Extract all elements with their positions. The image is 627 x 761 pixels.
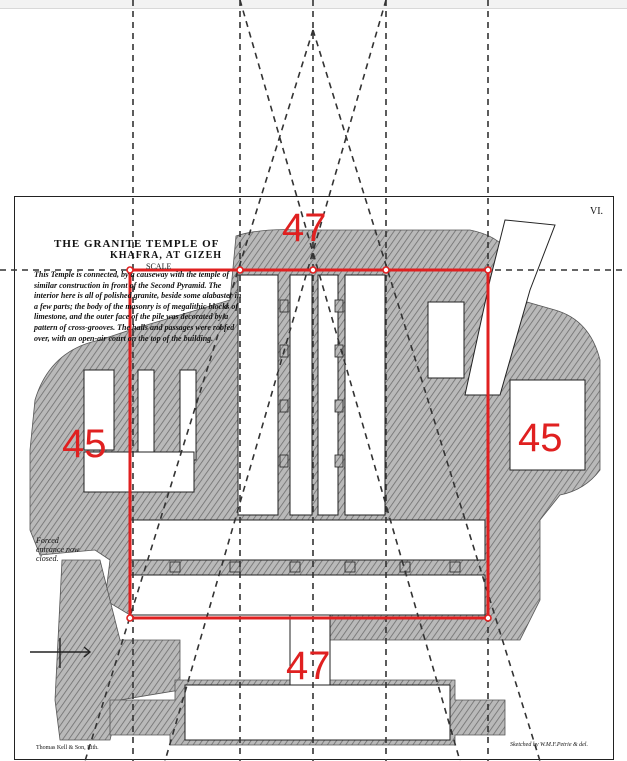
right-chambers <box>509 379 586 471</box>
node-top-1 <box>236 266 244 274</box>
entrance-note: Forced entrance now closed. <box>36 536 80 563</box>
drawing-credit: Sketched by W.M.F.Petrie & del. <box>510 742 588 748</box>
left-chamber-1 <box>83 369 115 451</box>
diagonal-left-wide <box>84 29 314 761</box>
node-bottom-right <box>484 614 492 622</box>
scale-label: SCALE <box>146 262 172 271</box>
printer-credit: Thomas Kell & Son, Lith. <box>36 745 99 751</box>
plate-number: VI. <box>590 206 604 217</box>
halls <box>83 219 586 741</box>
analysis-overlay <box>126 266 492 622</box>
diagonal-left-steep <box>239 0 461 761</box>
left-chamber-3 <box>179 369 197 461</box>
transverse-hall <box>129 519 486 561</box>
node-top-2 <box>382 266 390 274</box>
pillared-hall-col-3 <box>317 274 339 516</box>
angle-label-bottom: 47 <box>286 644 331 688</box>
node-top-left <box>126 266 134 274</box>
diagonal-right-steep <box>164 0 387 761</box>
lower-hall <box>184 684 451 741</box>
overlay-square <box>128 268 490 620</box>
north-arrow-icon <box>30 638 92 668</box>
node-top-right <box>484 266 492 274</box>
angle-label-right: 45 <box>518 416 563 460</box>
angle-label-left: 45 <box>62 422 107 466</box>
pillared-hall-col-2 <box>289 274 313 516</box>
left-chamber-2 <box>137 369 155 461</box>
lower-transverse-hall <box>129 574 486 616</box>
store-chamber <box>427 301 465 379</box>
pillared-hall-col-4 <box>344 274 386 516</box>
plate-subtitle: KHAFRA, AT GIZEH <box>110 250 223 261</box>
node-top-center <box>309 266 317 274</box>
node-bottom-left <box>126 614 134 622</box>
plate-description: This Temple is connected, by a causeway … <box>34 270 242 343</box>
plate-title: THE GRANITE TEMPLE OF <box>54 238 220 250</box>
entrance-passage <box>289 614 331 686</box>
angle-label-top: 47 <box>282 206 327 250</box>
